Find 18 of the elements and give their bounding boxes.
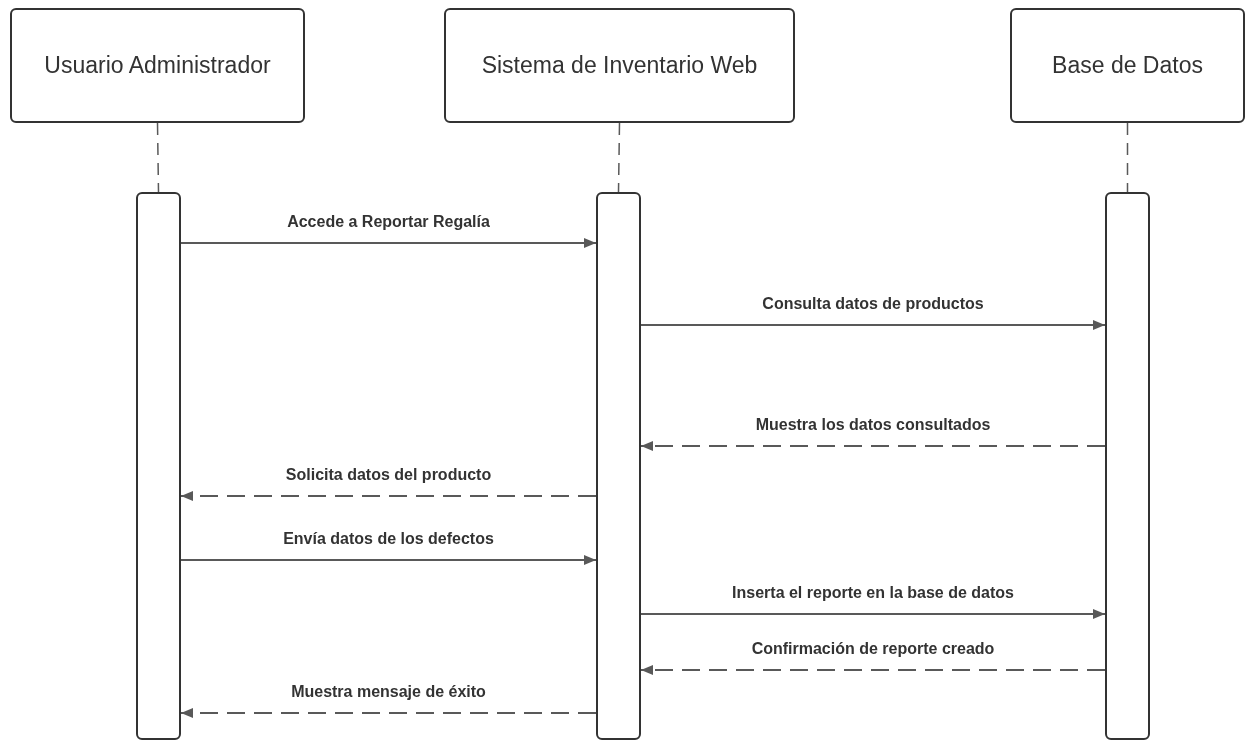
message-arrow bbox=[180, 491, 597, 501]
participant-box: Base de Datos bbox=[1010, 8, 1245, 123]
lifeline bbox=[1126, 122, 1129, 193]
participant-box: Usuario Administrador bbox=[10, 8, 305, 123]
message-arrow bbox=[640, 441, 1106, 451]
activation-bar bbox=[596, 192, 641, 740]
activation-bar bbox=[136, 192, 181, 740]
message-arrow bbox=[180, 238, 597, 248]
message-arrow bbox=[180, 555, 597, 565]
participant-box: Sistema de Inventario Web bbox=[444, 8, 795, 123]
message-arrow bbox=[640, 320, 1106, 330]
message-arrow bbox=[640, 609, 1106, 619]
message-arrow bbox=[180, 708, 597, 718]
lifeline bbox=[156, 122, 160, 193]
message-label: Accede a Reportar Regalía bbox=[284, 213, 493, 231]
lifeline bbox=[617, 122, 621, 193]
activation-bar bbox=[1105, 192, 1150, 740]
message-arrow bbox=[640, 665, 1106, 675]
